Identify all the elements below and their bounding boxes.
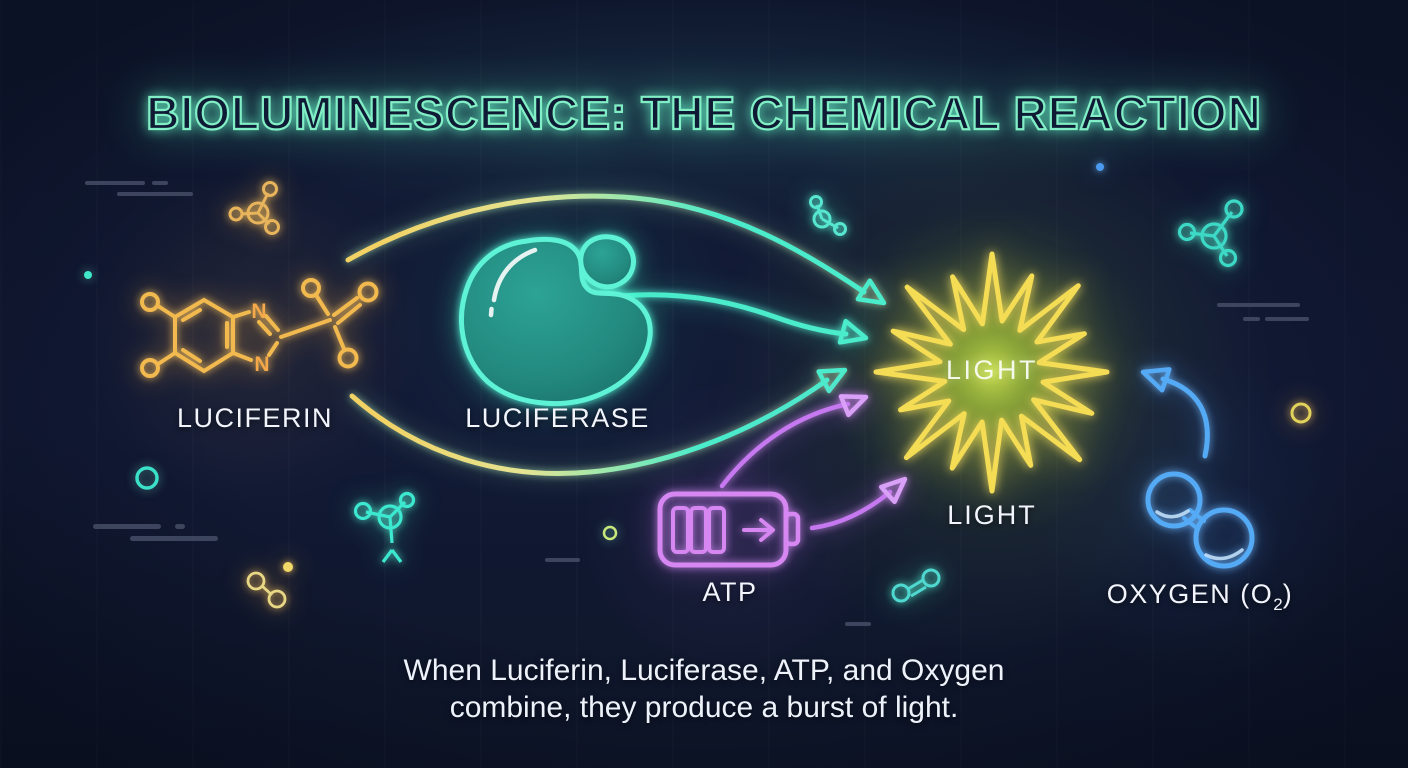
caption-line-2: combine, they produce a burst of light. — [449, 691, 959, 724]
light-label-center: LIGHT — [945, 355, 1038, 385]
oxygen-label-main: OXYGEN (O — [1106, 579, 1274, 609]
decor-dumbbell-yellow — [246, 571, 287, 609]
arrow-luciferin-top — [345, 193, 887, 306]
decor-dots — [84, 163, 1312, 572]
atp-label: ATP — [702, 577, 758, 607]
decor-molecule-teal-small — [809, 195, 847, 236]
decor-dumbbell-teal — [891, 568, 941, 603]
arrow-atp-lower — [809, 476, 908, 531]
arrow-oxygen — [1140, 367, 1210, 459]
caption-line-1: When Luciferin, Luciferase, ATP, and Oxy… — [403, 654, 1005, 687]
nitrogen-atom-label: N — [254, 353, 269, 376]
decor-molecule-orange — [228, 181, 280, 235]
luciferase-label: LUCIFERASE — [465, 403, 650, 433]
decor-molecule-teal-right — [1177, 199, 1244, 268]
decor-molecule-teal-bottomleft — [353, 491, 416, 563]
atp-battery-icon — [657, 491, 801, 568]
oxygen-molecule-icon — [1145, 471, 1255, 569]
arrow-luciferin-bottom — [349, 367, 848, 476]
page-title: BIOLUMINESCENCE: THE CHEMICAL REACTION — [145, 86, 1262, 140]
oxygen-label-close: ) — [1282, 579, 1294, 609]
luciferase-blob — [459, 234, 653, 407]
light-label-below: LIGHT — [947, 500, 1037, 530]
luciferin-label: LUCIFERIN — [176, 403, 333, 433]
arrow-luciferase — [592, 292, 869, 345]
luciferin-molecule: N N — [140, 278, 379, 378]
arrow-atp-upper — [719, 394, 869, 489]
decor-speed-dashes — [85, 181, 1309, 626]
nitrogen-atom-label: N — [251, 300, 266, 323]
caption: When Luciferin, Luciferase, ATP, and Oxy… — [0, 652, 1408, 726]
oxygen-label-subscript: 2 — [1273, 595, 1283, 614]
light-burst-icon — [827, 207, 1157, 537]
starburst-outline — [873, 251, 1110, 494]
oxygen-label: OXYGEN (O2) — [1080, 579, 1320, 614]
